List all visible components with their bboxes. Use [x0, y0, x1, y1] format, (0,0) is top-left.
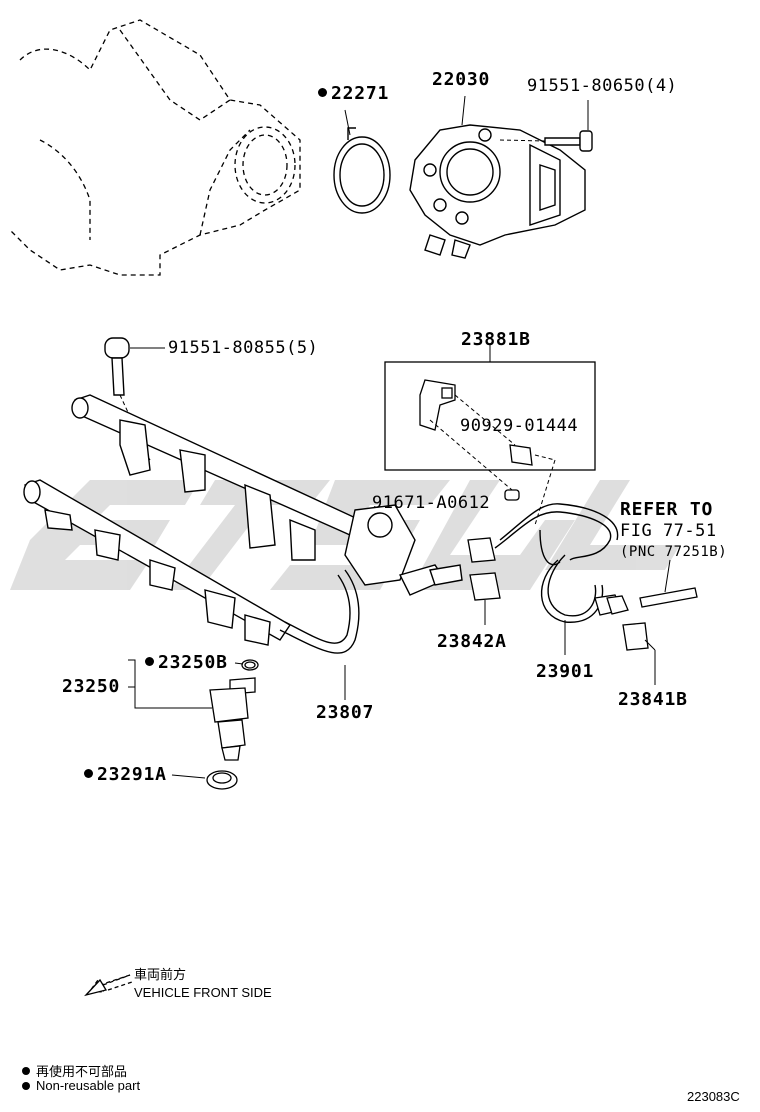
label-23881B: 23881B: [461, 329, 531, 350]
label-91551-80650: 91551-80650(4): [527, 76, 678, 96]
bolt-91551-80855: [104, 337, 130, 396]
label-91551-80855: 91551-80855(5): [168, 338, 319, 358]
figure-code: 223083C: [687, 1089, 740, 1104]
label-22030: 22030: [432, 69, 491, 90]
label-23841B: 23841B: [618, 689, 688, 710]
label-23901: 23901: [536, 661, 595, 682]
note-nonreusable-jp: 再使用不可部品: [22, 1061, 127, 1080]
label-23807: 23807: [316, 702, 375, 723]
filled-dot-icon: [22, 1081, 30, 1090]
refer-line-2: FIG 77-51: [620, 521, 717, 541]
note-nonreusable-en: Non-reusable part: [22, 1078, 140, 1093]
intake-manifold: [9, 19, 301, 276]
filled-dot-icon: [145, 656, 154, 666]
vehicle-front-en: VEHICLE FRONT SIDE: [134, 985, 272, 1000]
label-23842A: 23842A: [437, 631, 507, 652]
fuel-rail-lower: [23, 479, 291, 646]
filled-dot-icon: [318, 87, 327, 97]
throttle-body: [409, 124, 586, 259]
dashed-arrow-left-down-icon: [84, 974, 133, 997]
clip-90929-01444: [509, 444, 533, 466]
vehicle-front-jp: 車両前方: [134, 967, 187, 982]
refer-line-3: (PNC 77251B): [620, 544, 728, 560]
bolt-91551-80650: [544, 130, 593, 152]
pipe-77251B: [639, 587, 698, 608]
label-90929-01444: 90929-01444: [460, 416, 579, 436]
connector-23842A: [467, 537, 501, 601]
label-23250B: 23250B: [145, 653, 228, 673]
filled-dot-icon: [84, 768, 93, 778]
filled-dot-icon: [22, 1066, 30, 1075]
bolt-91671-A0612: [504, 489, 520, 501]
fuel-pipe-23807: [279, 569, 360, 654]
label-22271: 22271: [318, 84, 389, 104]
label-23250: 23250: [62, 676, 121, 697]
connector-23901-end: [594, 594, 629, 616]
fuel-injector-23250: [206, 659, 259, 790]
bracket-23881B: [419, 379, 456, 431]
connector-23841B: [622, 622, 649, 651]
manifold-port: [234, 126, 296, 204]
fuel-rail-upper: [71, 394, 463, 596]
gasket-22271: [333, 127, 391, 214]
label-91671-A0612: 91671-A0612: [372, 493, 491, 513]
refer-line-1: REFER TO: [620, 499, 714, 520]
label-23291A: 23291A: [84, 765, 167, 785]
